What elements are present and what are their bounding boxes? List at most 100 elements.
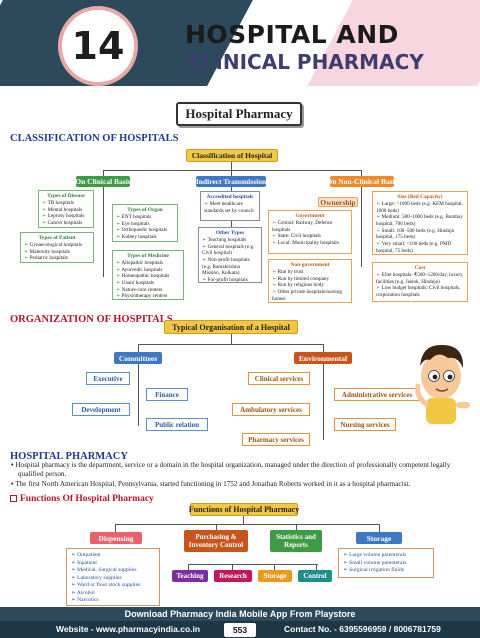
chapter-badge: 14 (58, 6, 138, 86)
function-storage: Storage (356, 532, 402, 544)
classification-heading: CLASSIFICATION OF HOSPITALS (10, 133, 179, 144)
footer-contact: Contact No. - 6395596959 / 8006781759 (284, 624, 441, 634)
list-item: Medium: 500–1000 beds (e.g. Bombay hospi… (376, 214, 464, 227)
connector (316, 564, 317, 570)
list-item: Large volume parenterals (343, 552, 429, 560)
list-item: Elite hospitals: ₹500–1200/day, luxury f… (376, 272, 464, 285)
connector (188, 564, 318, 565)
list-item: Teaching hospitals (202, 237, 258, 244)
chapter-subtitle: CLINICAL PHARMACY (188, 50, 424, 74)
list-item: Leprosy hospitals (42, 213, 90, 220)
list-item: Ayurvedic hospitals (116, 267, 180, 274)
committee-executive: Executive (86, 372, 130, 385)
footer-website: Website - www.pharmacyindia.co.in (56, 624, 201, 634)
function-teaching: Teaching (172, 570, 208, 582)
list-item: Laboratory supplies (71, 575, 155, 583)
function-research: Research (214, 570, 252, 582)
committee-public-relation: Public relation (146, 418, 208, 431)
connector (361, 170, 362, 176)
env-pharmacy-services: Pharmacy services (242, 433, 310, 446)
connector (361, 187, 362, 267)
list-item: Other private hospitals/nursing homes (272, 289, 348, 302)
cost-box: Cost Elite hospitals: ₹500–1200/day, lux… (372, 262, 468, 302)
list-item: Very small: <100 beds (e.g. PMD hospital… (376, 241, 464, 254)
connector (115, 524, 116, 532)
committees-node: Committees (114, 352, 162, 364)
list-item: Low budget hospitals: Civil hospitals, c… (376, 285, 464, 298)
connector (115, 524, 379, 525)
hospital-pharmacy-text: Hospital pharmacy is the department, ser… (10, 461, 472, 489)
env-clinical-services: Clinical services (248, 372, 310, 385)
list-item: Outpatient (71, 552, 155, 560)
connector (323, 364, 324, 440)
section-banner: Hospital Pharmacy (176, 102, 302, 126)
classification-root: Classification of Hospital (186, 149, 278, 162)
functions-root: Functions of Hospital Pharmacy (188, 503, 300, 516)
other-types-box: Other Types Teaching hospitalsGeneral ho… (198, 227, 262, 283)
list-item: Ward or floor stock supplies (71, 582, 155, 590)
connector (243, 516, 244, 524)
list-item: Non-profit hospitals (e.g. Ramakrishna M… (202, 257, 258, 277)
connector (103, 170, 361, 171)
env-ambulatory-services: Ambulatory services (232, 403, 310, 416)
list-item: Medical, Surgical supplies (71, 567, 155, 575)
env-nursing-services: Nursing services (334, 418, 396, 431)
connector (274, 564, 275, 570)
list-item: For-profit hospitals (202, 277, 258, 284)
ownership-node: Ownership (318, 197, 358, 207)
hospital-pharmacy-heading: HOSPITAL PHARMACY (10, 451, 128, 462)
list-item: Mental hospitals (42, 207, 90, 214)
list-item: Allopathic hospitals (116, 260, 180, 267)
connector (296, 524, 297, 530)
list-item: Narcotics (71, 597, 155, 605)
connector (323, 344, 324, 352)
connector (103, 170, 104, 176)
connector (379, 524, 380, 532)
list-item: Kidney hospitals (116, 234, 174, 241)
connector (231, 162, 232, 170)
organization-heading: ORGANIZATION OF HOSPITALS (10, 314, 173, 325)
storage-list: Large volume parenteralsSmall volume par… (338, 548, 434, 578)
list-item: Local: Municipality hospitals (272, 240, 348, 247)
list-item: General hospitals (e.g. Civil hospital) (202, 244, 258, 257)
list-item: Inpatient (71, 560, 155, 568)
connector (188, 564, 189, 570)
list-item: Alcohol (71, 590, 155, 598)
clinical-basis-node: On Clinical Basis (75, 176, 131, 187)
committee-finance: Finance (146, 388, 188, 401)
non-clinical-node: On Non-Clinical Basis (326, 176, 398, 187)
list-item: Run by limited company (272, 276, 348, 283)
page-number: 553 (224, 623, 256, 637)
list-item: State: Civil hospitals (272, 233, 348, 240)
accredited-box: Accredited hospitals Meet healthcare sta… (200, 191, 260, 221)
connector (231, 170, 232, 176)
list-item: ENT hospitals (116, 214, 174, 221)
list-item: Small volume parenterals (343, 560, 429, 568)
function-purchasing: Purchasing & Inventory Control (184, 530, 248, 552)
footer-banner: Download Pharmacy India Mobile App From … (0, 607, 480, 621)
chapter-number: 14 (71, 24, 125, 68)
non-government-box: Non-government Run by trustRun by limite… (268, 259, 352, 303)
list-item: Run by religious body (272, 282, 348, 289)
types-of-disease-box: Types of Disease TB hospitalsMental hosp… (38, 190, 94, 228)
list-item: Orthopaedic hospitals (116, 227, 174, 234)
list-item: Surgical irrigation fluids (343, 567, 429, 575)
function-storage-bottom: Storage (258, 570, 292, 582)
list-item: TB hospitals (42, 200, 90, 207)
function-dispensing: Dispensing (90, 532, 142, 544)
list-item: Pediatric hospitals (24, 255, 90, 262)
connector (138, 344, 324, 345)
environmental-node: Environmental (294, 352, 352, 364)
committee-development: Development (72, 403, 130, 416)
paragraph-bullet: The first North American Hospital, Penns… (10, 480, 472, 489)
cartoon-boy-illustration (415, 344, 470, 424)
types-of-patient-box: Types of Patient Gynaecological hospital… (20, 232, 94, 263)
list-item: Gynaecological hospitals (24, 242, 90, 249)
dispensing-list: OutpatientInpatientMedical, Surgical sup… (66, 548, 160, 606)
list-item: Homeopathic hospitals (116, 273, 180, 280)
paragraph-bullet: Hospital pharmacy is the department, ser… (10, 461, 472, 480)
connector (231, 334, 232, 344)
function-control: Control (298, 570, 332, 582)
list-item: Eye hospitals (116, 221, 174, 228)
list-item: Physiotherapy centers (116, 293, 180, 300)
